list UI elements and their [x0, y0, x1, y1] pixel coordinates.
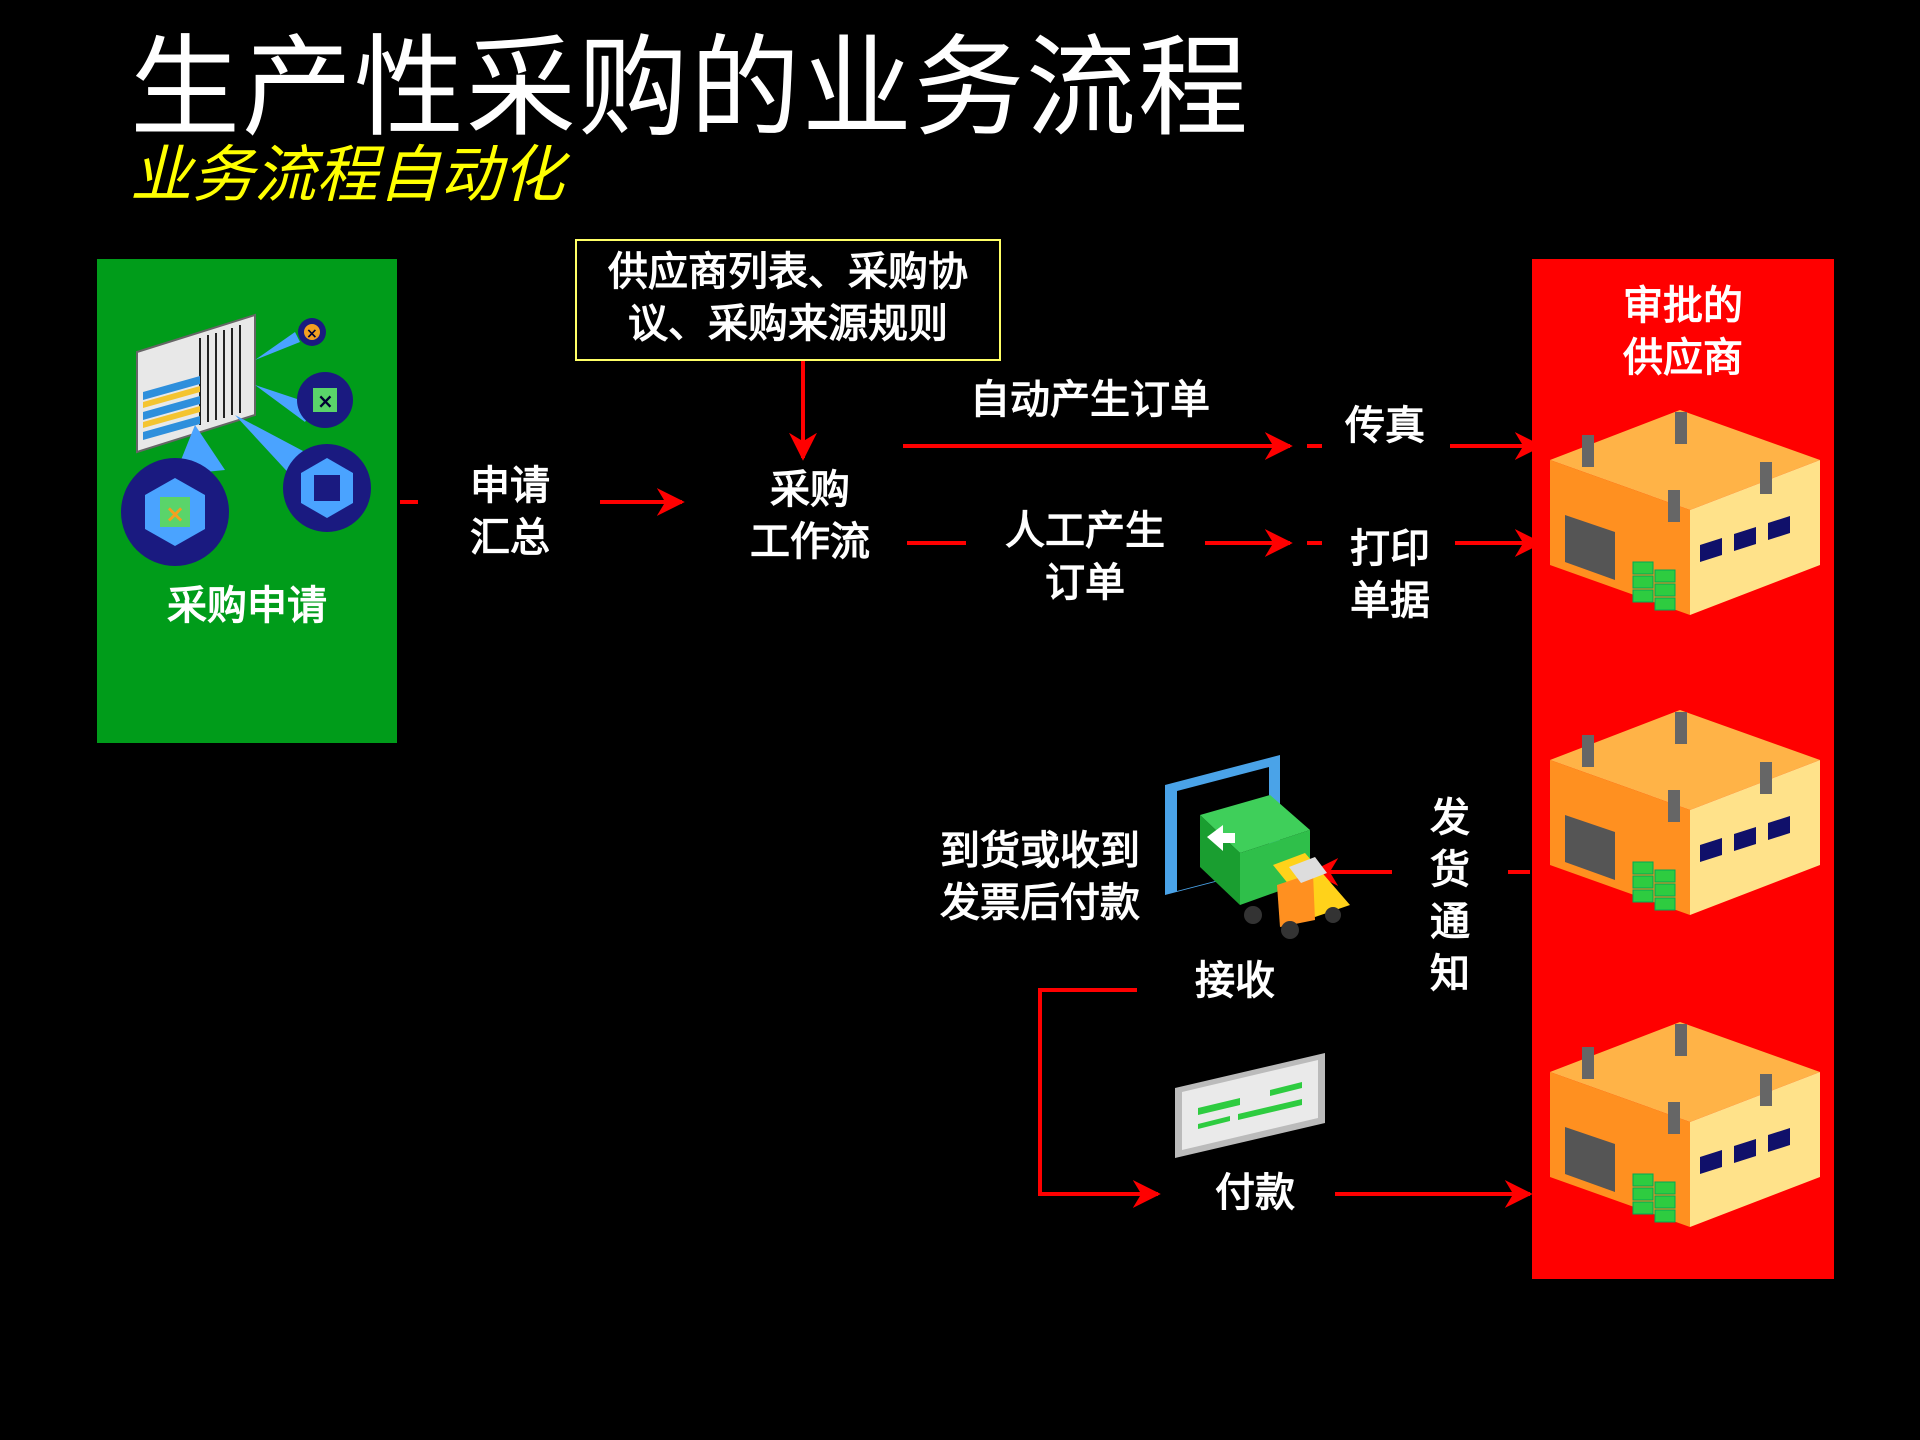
requisition-label: 采购申请: [167, 582, 327, 629]
workflow-label: 采购 工作流: [750, 466, 870, 565]
fax-label: 传真: [1345, 402, 1425, 449]
factory-icon: [1550, 410, 1820, 615]
payment-label: 付款: [1215, 1169, 1295, 1216]
page-subtitle: 业务流程自动化: [130, 138, 565, 211]
manual-order-label: 人工产生 订单: [1005, 507, 1165, 606]
delivery-truck-icon: [1165, 755, 1350, 939]
print-label: 打印 单据: [1350, 525, 1430, 624]
source-rules-label: 供应商列表、采购协 议、采购来源规则: [608, 248, 968, 347]
document-gears-icon: × × ×: [121, 313, 371, 566]
page-title: 生产性采购的业务流程: [130, 24, 1250, 152]
svg-text:×: ×: [317, 389, 334, 413]
consolidate-label: 申请 汇总: [470, 462, 550, 561]
auto-order-label: 自动产生订单: [970, 376, 1210, 423]
receive-label: 接收: [1195, 957, 1275, 1004]
arrow-receive-to-payment: [1038, 988, 1161, 1208]
check-document-icon: [1175, 1053, 1325, 1158]
payment-rule-label: 到货或收到 发票后付款: [940, 827, 1140, 926]
svg-text:×: ×: [306, 326, 318, 342]
svg-text:×: ×: [165, 500, 185, 528]
source-rules-box: 供应商列表、采购协 议、采购来源规则: [575, 239, 1001, 361]
factory-icon: [1550, 1022, 1820, 1227]
approved-supplier-label: 审批的 供应商: [1623, 282, 1743, 381]
factory-icon: [1550, 710, 1820, 915]
ship-notice-label: 发 货 通 知: [1430, 794, 1470, 997]
